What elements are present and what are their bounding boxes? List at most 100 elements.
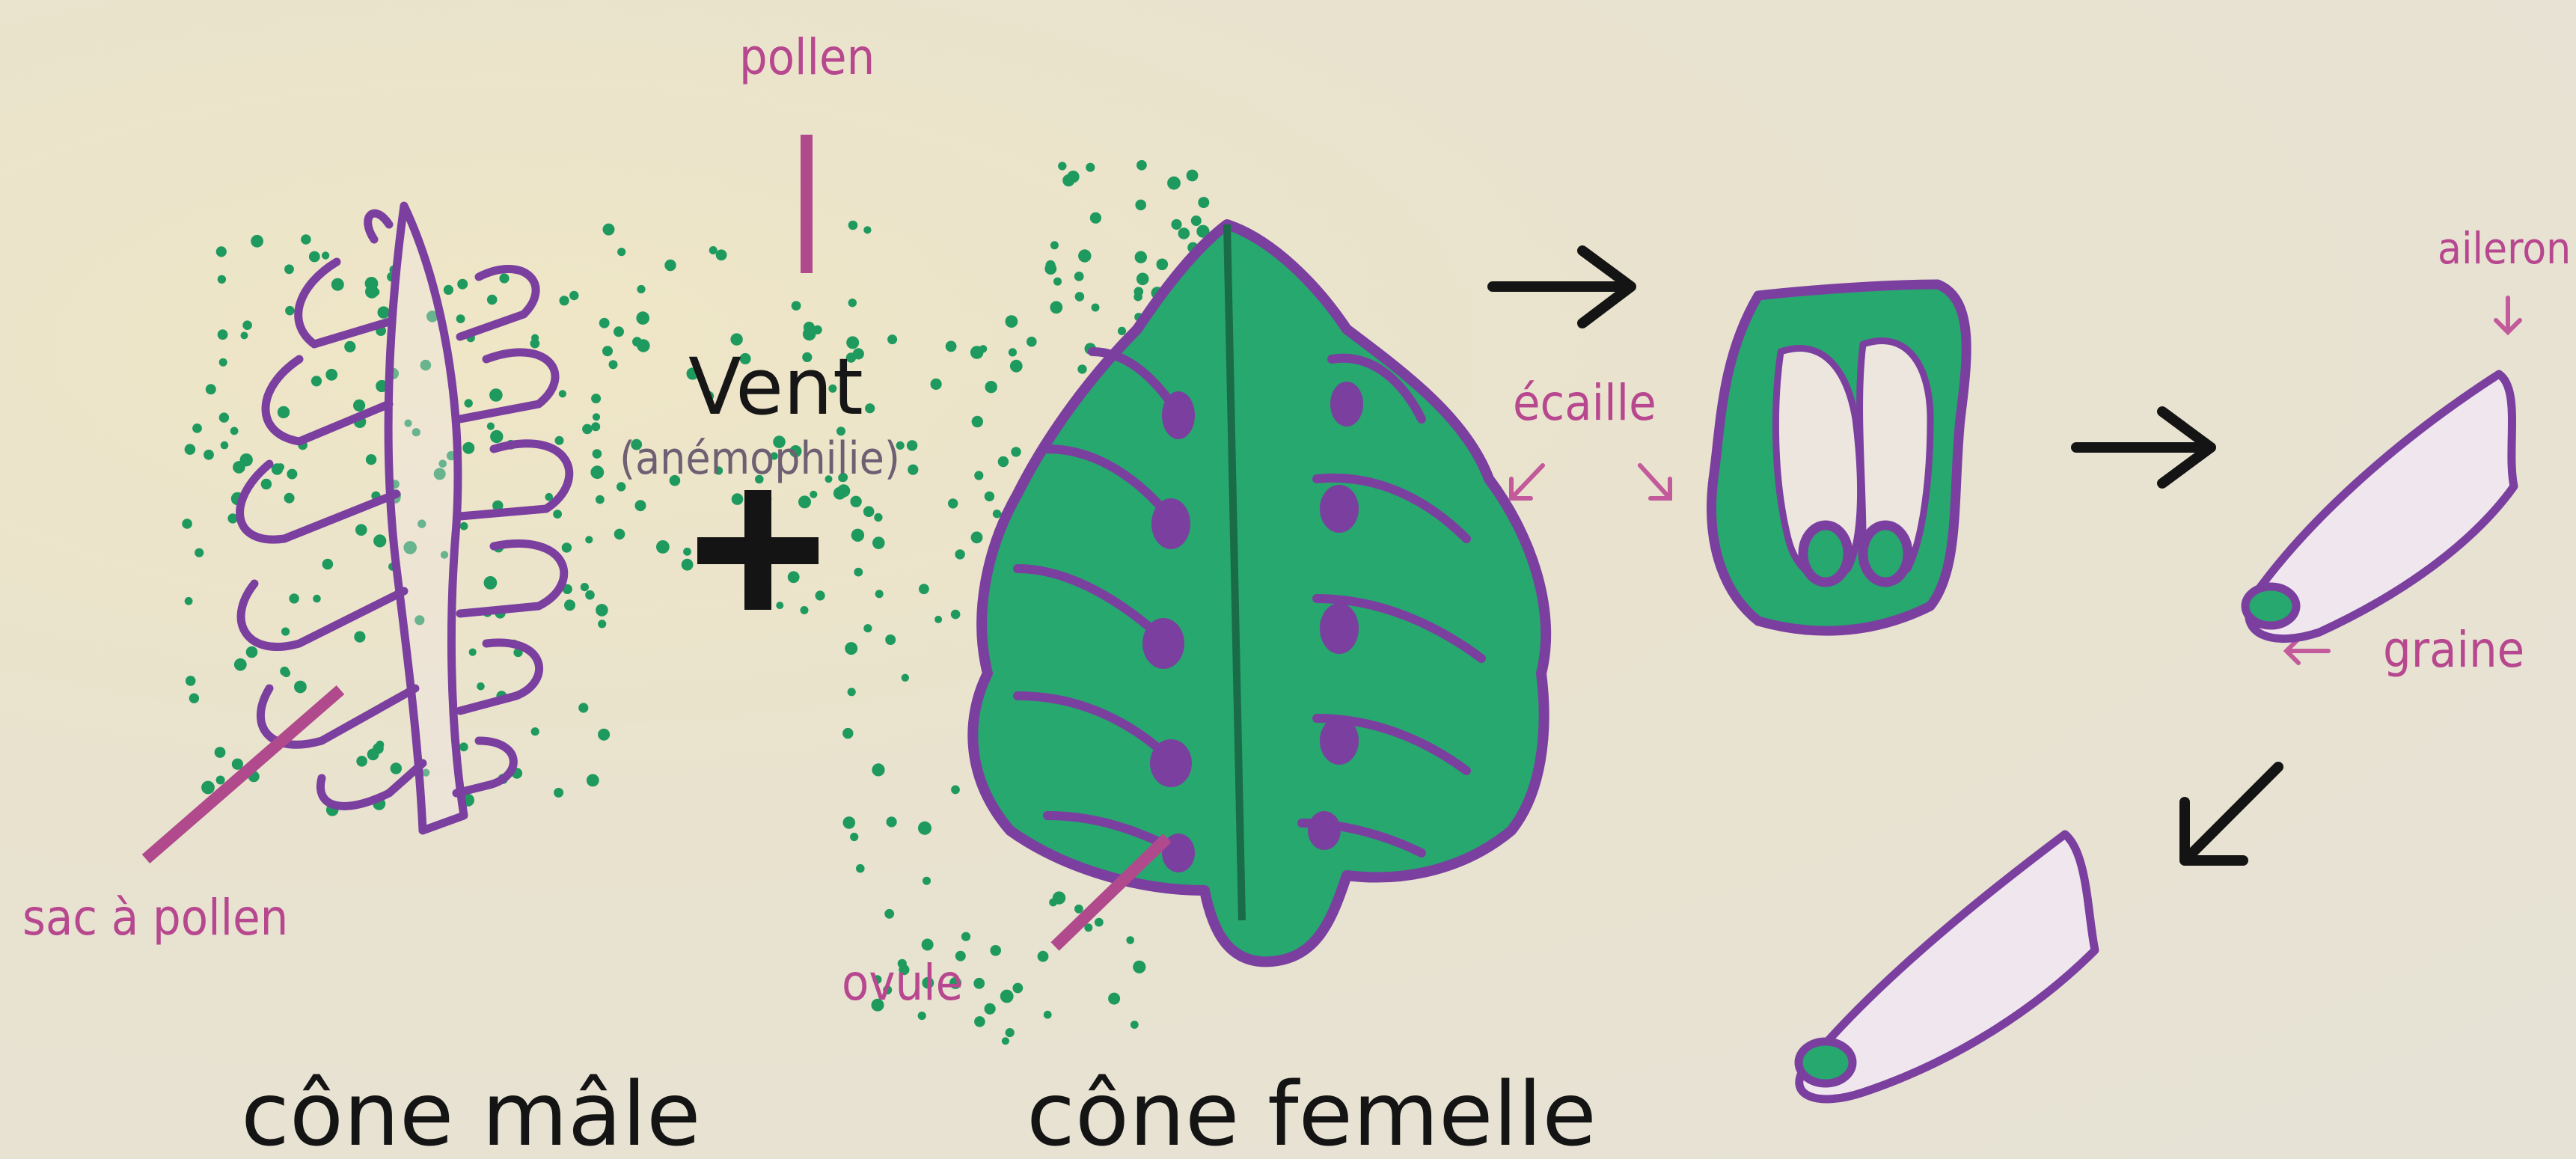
pollen-dot: [230, 427, 239, 435]
pollen-dot: [636, 311, 649, 325]
plus-sign: [697, 490, 819, 610]
pollen-dot: [637, 285, 645, 293]
pollen-dot: [356, 756, 367, 767]
pollen-dot: [1044, 263, 1056, 275]
pollen-dot: [215, 747, 226, 758]
pollen-dot: [331, 278, 344, 291]
pollen-dot: [278, 406, 290, 418]
pollen-dot: [848, 221, 858, 230]
pollen-dot: [919, 584, 929, 594]
pollen-dot: [1135, 200, 1146, 211]
pollen-dot: [487, 423, 495, 430]
pollen-dot: [192, 423, 202, 433]
pollen-dot: [367, 748, 379, 760]
pollen-dot: [1090, 212, 1101, 224]
pollen-dot: [998, 456, 1009, 467]
pollen-dot: [1009, 348, 1017, 356]
pollen-dot: [242, 320, 252, 330]
pollen-dot: [979, 345, 987, 352]
pollen-dot: [887, 816, 897, 827]
pollen-dot: [587, 774, 599, 787]
pollen-dot: [635, 500, 646, 511]
pollen-dot: [1108, 993, 1120, 1005]
pollen-dot: [376, 741, 385, 749]
pollen-dot: [462, 442, 474, 454]
pollen-dot: [564, 599, 575, 611]
pollen-dot: [810, 491, 817, 498]
pollen-dot: [656, 540, 670, 554]
pollen-dot: [553, 510, 562, 519]
pollen-dot: [569, 291, 578, 300]
pollen-dot: [792, 301, 801, 311]
pollen-dot: [365, 277, 379, 290]
pollen-dot: [489, 388, 503, 402]
pollen-dot: [865, 403, 875, 413]
pollen-dot: [1049, 899, 1057, 907]
pollen-dot: [874, 513, 882, 522]
pollen-dot: [856, 864, 865, 873]
pollen-dot: [353, 400, 365, 412]
pollen-dot: [581, 583, 589, 591]
pollen-dot: [219, 412, 229, 422]
pollen-dot: [182, 519, 192, 529]
pollen-dot: [218, 275, 226, 284]
pollen-dot: [1074, 272, 1084, 281]
pollen-dot: [554, 788, 563, 798]
pollen-dot: [1092, 304, 1100, 312]
pollen-dot: [313, 595, 321, 603]
pollen-dot: [972, 416, 983, 427]
pollen-dot: [990, 945, 1001, 956]
pollen-dot: [985, 1003, 996, 1015]
pollen-dot: [854, 568, 863, 577]
pollen-dot: [961, 932, 970, 941]
pollen-dot: [1067, 171, 1079, 183]
pollen-dot: [683, 548, 691, 556]
pollen-dot: [1086, 163, 1095, 172]
anemophily-label: (anémophilie): [619, 432, 900, 485]
pollen-dot: [355, 524, 367, 536]
pollen-dot: [1178, 227, 1190, 239]
pollen-dot: [902, 674, 909, 682]
seed-label: graine: [2383, 621, 2524, 679]
pollen-dot: [189, 694, 199, 703]
pollen-dot: [204, 450, 214, 460]
pollen-dot: [923, 877, 931, 885]
pollen-dot: [1050, 241, 1059, 249]
pollen-dot: [344, 341, 355, 352]
pollen-dot: [801, 606, 809, 614]
pollen-dot: [1134, 287, 1144, 296]
pollen-dot: [598, 620, 606, 628]
pollen-dot: [325, 369, 337, 381]
pollen-dot: [614, 529, 625, 540]
pollen-dot: [465, 399, 473, 407]
pollen-dot: [582, 424, 593, 435]
pollen-dot: [598, 729, 610, 741]
pollen-dot: [1126, 936, 1134, 944]
pollen-dot: [322, 251, 329, 259]
pollen-dot: [284, 264, 294, 274]
pollen-dot: [816, 590, 825, 600]
pollen-dot: [974, 471, 983, 480]
pollen-dot: [484, 576, 498, 590]
pollen-dot: [664, 260, 676, 271]
scale-drawing: [1712, 284, 1967, 631]
pollen-dot: [845, 642, 857, 655]
pollen-dot: [1027, 337, 1037, 347]
pollen-dot: [842, 728, 853, 738]
pollen-dot: [1075, 292, 1085, 302]
pollen-dot: [284, 493, 295, 504]
pollen-dot: [617, 248, 625, 256]
pollen-dot: [281, 628, 290, 636]
pollen-dot: [289, 593, 299, 603]
pollen-dot: [1044, 1011, 1052, 1019]
pollen-dot: [499, 273, 509, 283]
pollen-dot: [560, 296, 569, 305]
pollen-dot: [872, 763, 884, 776]
pollen-dot: [596, 604, 608, 617]
pollen-dot: [585, 590, 595, 600]
pollen-dot: [294, 681, 307, 694]
pollen-dot: [241, 331, 248, 339]
pollen-dot: [907, 440, 917, 450]
pollen-dot: [277, 463, 284, 471]
pollen-dot: [531, 727, 539, 736]
